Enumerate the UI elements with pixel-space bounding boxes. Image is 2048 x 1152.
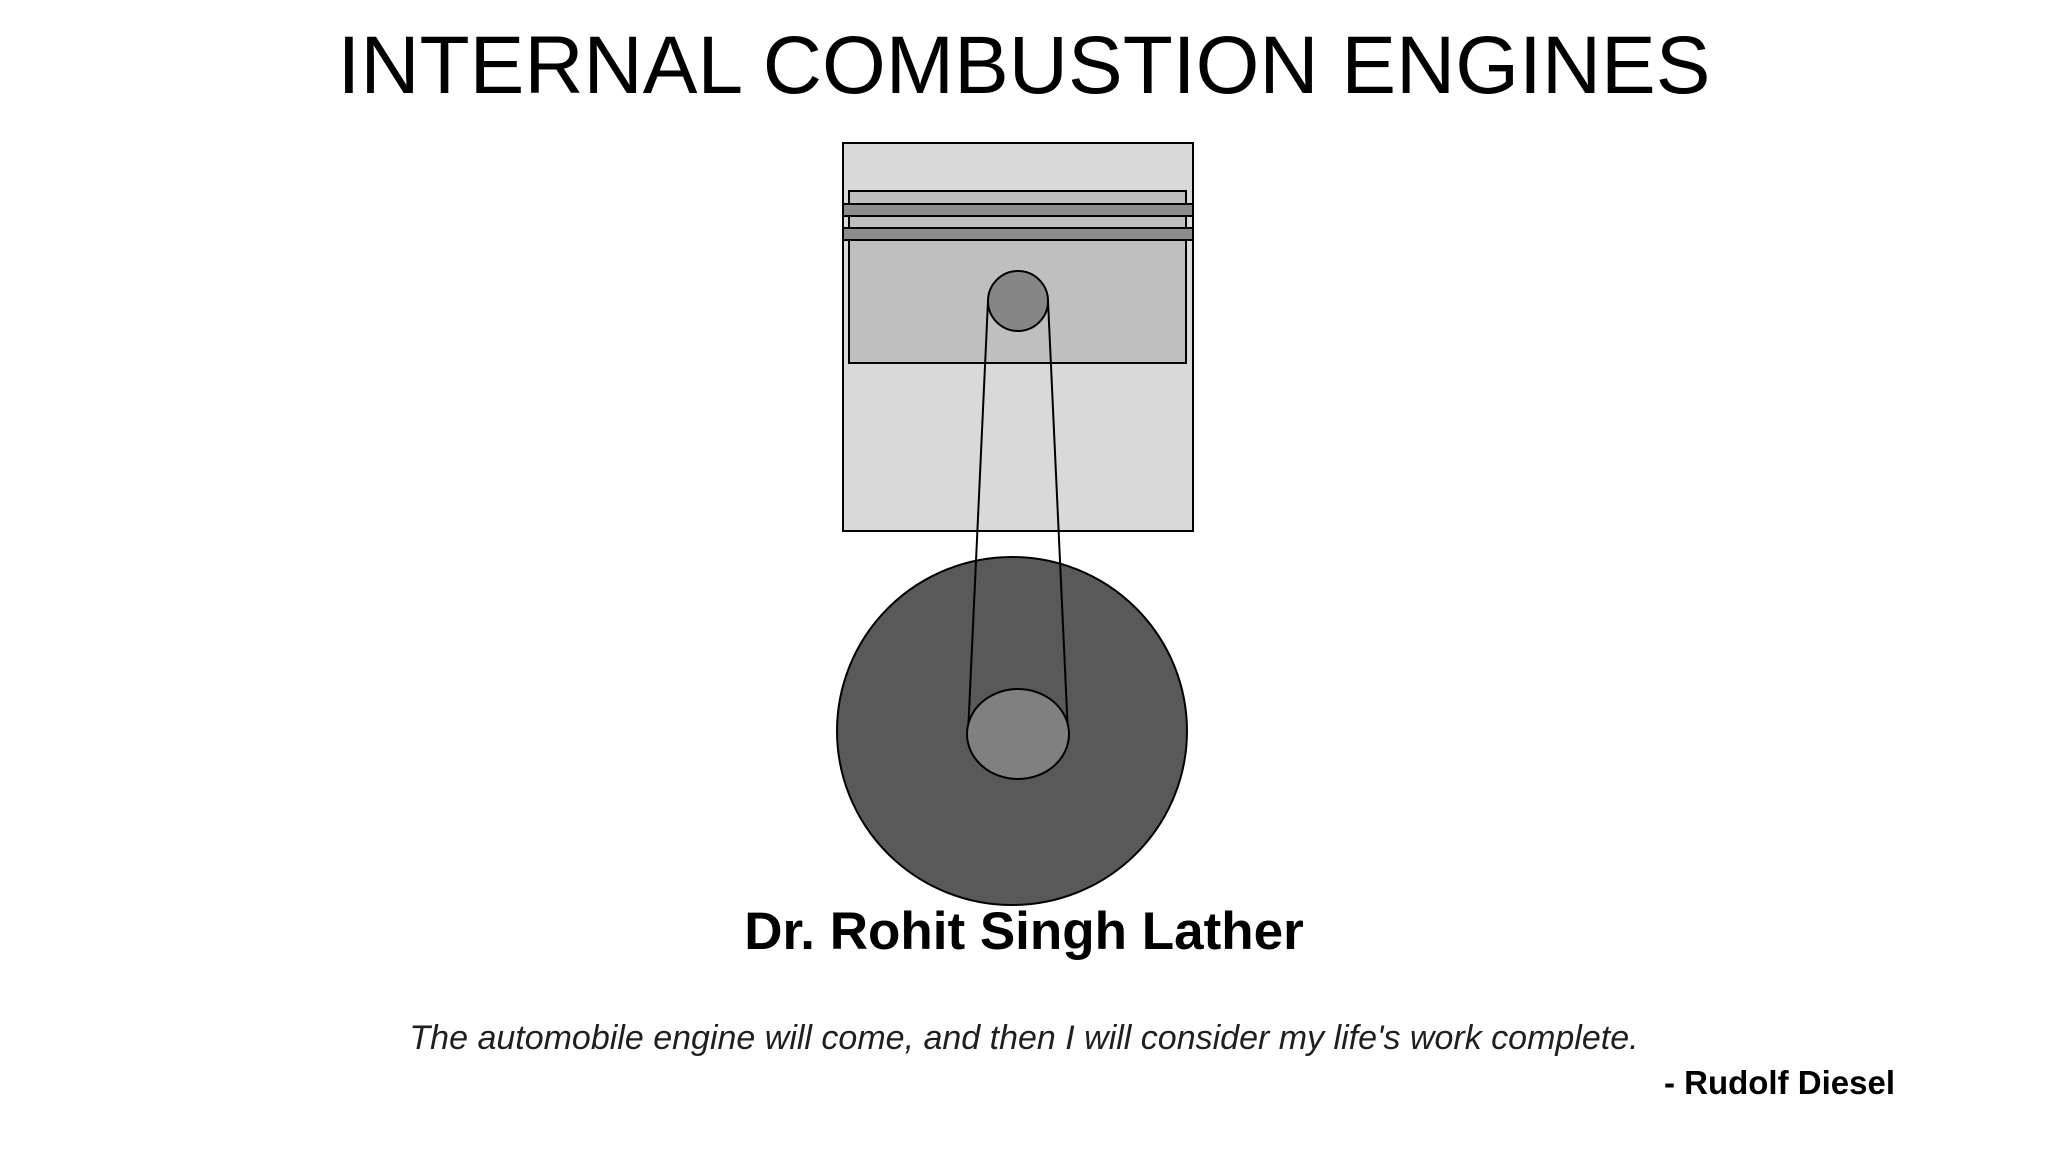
wrist-pin: [987, 270, 1049, 332]
piston-ring-top: [842, 203, 1194, 217]
author-name: Dr. Rohit Singh Lather: [744, 902, 1304, 961]
quote-text: The automobile engine will come, and the…: [409, 1019, 1639, 1057]
piston-ring-bottom: [842, 227, 1194, 241]
slide-title: INTERNAL COMBUSTION ENGINES: [337, 20, 1711, 111]
crank-pin: [966, 688, 1070, 780]
quote-attribution: - Rudolf Diesel: [1663, 1064, 1895, 1101]
